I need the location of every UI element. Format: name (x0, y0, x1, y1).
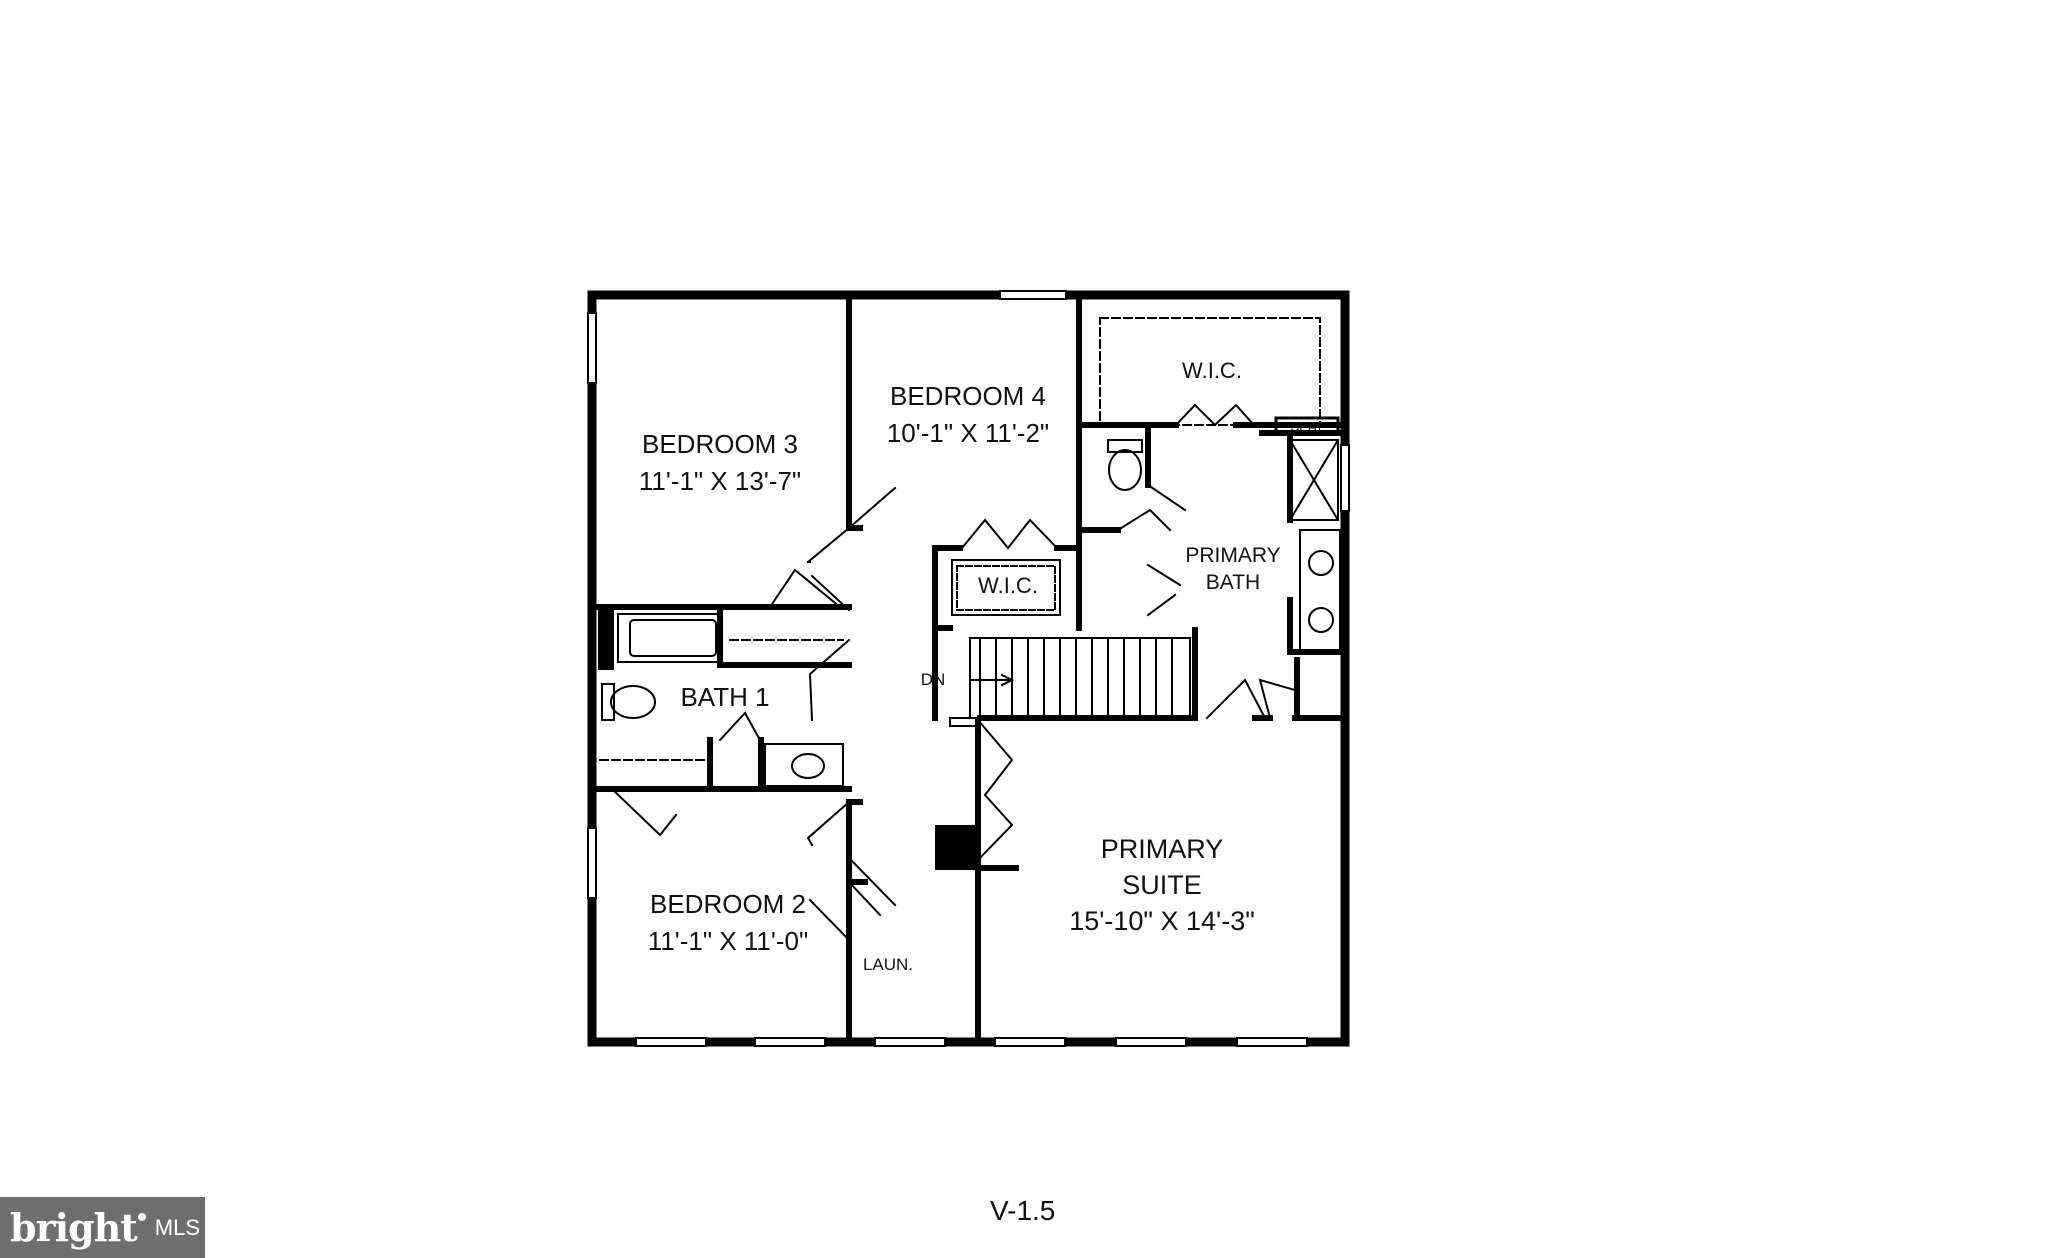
exterior-wall (587, 290, 1350, 1047)
bedroom3-name: BEDROOM 3 (642, 429, 798, 459)
logo-dot-icon (137, 1212, 146, 1221)
primary-bath-line2: BATH (1206, 571, 1260, 594)
version-label: V-1.5 (990, 1195, 1056, 1226)
laundry-label: LAUN. (863, 955, 913, 974)
bedroom3-dims: 11'-1" X 13'-7" (639, 466, 801, 496)
closet-shelves (599, 317, 1321, 761)
primary-suite-dims: 15'-10" X 14'-3" (1069, 906, 1255, 936)
bedroom2-dims: 11'-1" X 11'-0" (648, 926, 808, 956)
bedroom2-name: BEDROOM 2 (650, 889, 806, 919)
chimney-block (935, 825, 978, 870)
bright-mls-logo: bright MLS (0, 1197, 205, 1258)
bath-wall-block (598, 610, 614, 670)
primary-suite-line1: PRIMARY (1101, 834, 1224, 864)
bedroom4-wic-label: W.I.C. (978, 573, 1038, 598)
primary-wic-label: W.I.C. (1182, 358, 1242, 383)
seat-label: SEAT (1291, 419, 1324, 434)
door-swings (610, 403, 1297, 942)
primary-suite-line2: SUITE (1122, 870, 1202, 900)
bedroom4-dims: 10'-1" X 11'-2" (887, 418, 1049, 448)
logo-brand: bright (10, 1205, 138, 1250)
bedroom4-name: BEDROOM 4 (890, 381, 1046, 411)
windows (587, 290, 1350, 1047)
logo-suffix: MLS (154, 1214, 201, 1240)
stairs-dn-label: DN (921, 670, 946, 689)
primary-bath-line1: PRIMARY (1185, 544, 1280, 567)
bath1-label: BATH 1 (680, 682, 769, 712)
bath-fixtures (601, 416, 1341, 787)
stairs (949, 637, 1191, 727)
